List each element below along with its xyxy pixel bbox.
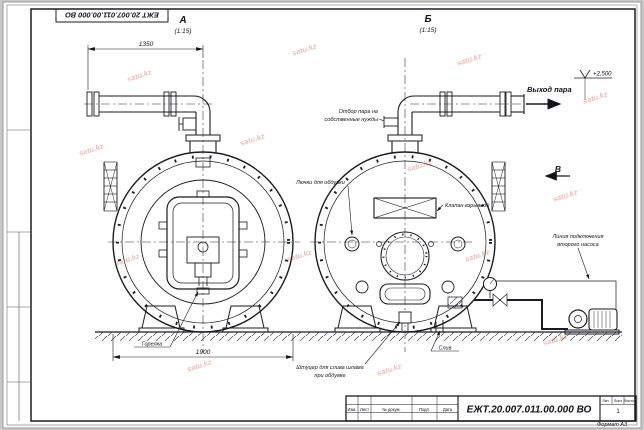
tb-sheet: Лист	[614, 398, 623, 403]
title-doc-number: ЕЖТ.20.007.011.00.000 ВО	[467, 405, 592, 416]
drain-label: Слив	[438, 346, 451, 352]
leaders	[134, 69, 612, 365]
dim-1350-text: 1350	[139, 41, 154, 48]
view-b-label: Б	[424, 14, 431, 25]
gauge-pump-assembly	[474, 277, 620, 335]
pipe-flange	[439, 91, 446, 117]
tb-podp: Подп.	[419, 407, 430, 412]
sludge-label-1: Штуцер для слива шлама	[296, 365, 363, 371]
leader-own-needs	[378, 118, 385, 122]
own-needs-branch	[383, 116, 398, 128]
pipe-end-flange	[86, 91, 93, 117]
ground	[95, 331, 622, 341]
leader-pump-line	[577, 247, 590, 280]
tb-izm: Изм.	[348, 407, 357, 412]
tb-list: Лист	[360, 407, 369, 412]
sludge-fitting	[398, 311, 412, 331]
top-fitting-a	[195, 157, 211, 168]
pump	[564, 308, 620, 335]
top-stamp-text: ЕЖТ 20.007.011.00.000 ВО	[65, 11, 159, 20]
left-margin-cells	[7, 129, 31, 421]
blow-hatches	[344, 236, 466, 294]
pipe-flange	[446, 91, 453, 117]
bolt-ring-a	[116, 155, 290, 329]
valve-a	[178, 117, 197, 131]
sight-glass	[380, 231, 430, 281]
view-v-label: В	[555, 164, 561, 174]
dimension-1900	[112, 334, 294, 361]
blowdown-bracket	[447, 296, 463, 309]
view-a-scale: (1:15)	[175, 28, 192, 35]
own-needs-label-2: собственные нужды	[325, 117, 378, 123]
format-note: Формат А3	[597, 422, 628, 428]
burner-label: Горелка	[142, 342, 162, 348]
leader-burner	[134, 291, 199, 348]
gauge-pipe	[474, 299, 568, 330]
title-block	[345, 395, 637, 422]
pipe-flange	[170, 91, 177, 117]
tb-doc: № докум.	[382, 407, 400, 412]
pipe-end-flange	[93, 91, 100, 117]
text-layer: ЕЖТ 20.007.011.00.000 ВО А (1:15) Б (1:1…	[65, 11, 636, 428]
pipe-flange	[163, 91, 170, 117]
view-a-label: А	[178, 15, 186, 26]
leader-explosion	[436, 204, 444, 212]
tb-sheet-no: 1	[616, 409, 620, 415]
dimension-1350	[87, 45, 204, 90]
sludge-label-2: при обдувке	[314, 373, 345, 379]
bolt-ring-b	[318, 155, 492, 329]
tb-lit: Лит.	[602, 398, 609, 403]
steam-outlet-label: Выход пара	[527, 85, 572, 94]
dim-1900-text: 1900	[196, 349, 211, 356]
ladder-b	[491, 161, 506, 212]
view-b-scale: (1:15)	[420, 27, 437, 34]
view-a-assembly	[86, 91, 290, 333]
linework	[84, 45, 637, 422]
pump-line-label-1: Линия подключения	[551, 234, 603, 240]
bottom-manhole	[379, 283, 431, 305]
tb-sheets: Листов	[624, 398, 637, 403]
boiler-a-door	[158, 190, 248, 295]
centerlines	[84, 58, 524, 352]
leader-drain	[430, 330, 459, 352]
dimensions	[87, 45, 294, 361]
explosion-valve-hatch	[373, 197, 437, 219]
pipe-end-flange	[499, 91, 506, 117]
own-needs-label-1: Отбор пара на	[339, 109, 378, 115]
explosion-valve-label: Клапан взрывной	[445, 202, 489, 209]
elevation-mark	[574, 69, 612, 100]
blow-hatches-label: Лючки для обдувки	[295, 180, 345, 186]
pipe-end-flange	[505, 91, 512, 117]
leader-sludge	[364, 321, 401, 365]
elevation-label: +2,500	[593, 72, 612, 78]
pressure-gauge	[483, 277, 497, 298]
steam-pipe-b	[383, 91, 525, 153]
leader-hatches	[347, 185, 354, 236]
valve-symbol	[492, 293, 508, 307]
drain-pipe	[435, 320, 444, 332]
tb-data: Дата	[443, 407, 453, 412]
second-pump-line	[486, 280, 617, 310]
ladder-a	[103, 161, 118, 212]
top-stamp-box	[55, 8, 169, 23]
steam-pipe-a	[86, 91, 221, 153]
pump-line-label-2: второго насоса	[557, 242, 598, 248]
